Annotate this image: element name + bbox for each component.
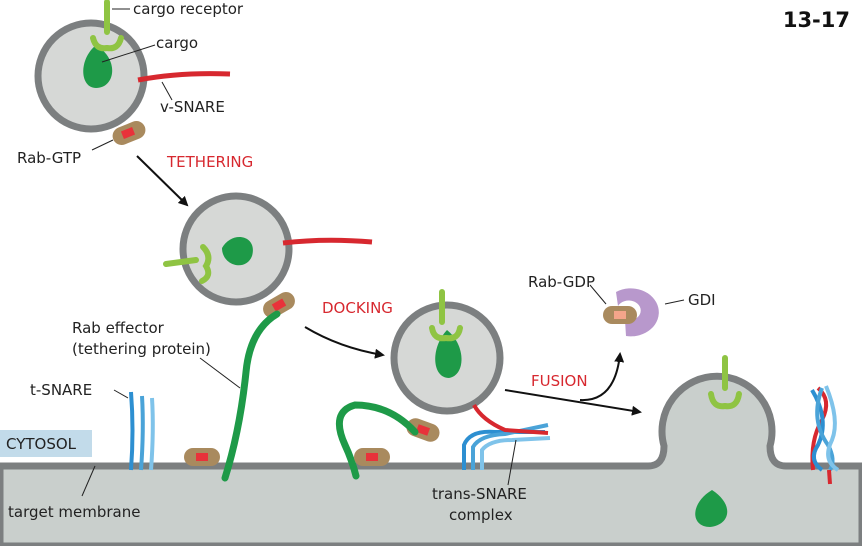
cargo-leader: [101, 44, 156, 63]
cargo-receptor-fused: [708, 355, 742, 410]
label-tethering-protein: (tethering protein): [72, 340, 211, 358]
rab-gtp-3: [406, 418, 440, 442]
v-snare-1: [137, 71, 231, 83]
label-rab-effector: Rab effector: [72, 319, 165, 337]
label-v-snare: v-SNARE: [160, 98, 225, 116]
trans-snare-complex-1: [462, 403, 551, 470]
label-t-snare: t-SNARE: [30, 381, 92, 399]
rab-gtp-leader: [91, 139, 114, 151]
docking-arrow: [304, 326, 385, 359]
rab-effector-1: [221, 310, 281, 482]
cargo-receptor-1: [90, 0, 124, 52]
cargo-receptor-3: [429, 289, 463, 342]
v-snare-2: [282, 237, 373, 246]
figure-number: 13-17: [783, 8, 850, 32]
trans-snare-leader: [507, 439, 517, 486]
vesicle-2: [163, 192, 373, 318]
label-rab-gdp: Rab-GDP: [528, 273, 595, 291]
label-rab-gtp: Rab-GTP: [17, 149, 81, 167]
rab-effector-2: [335, 401, 419, 480]
label-gdi: GDI: [688, 291, 716, 309]
rab-gdp-leader: [589, 284, 607, 305]
cargo-2: [222, 236, 253, 266]
release-arrow: [579, 352, 625, 402]
cargo-released: [695, 490, 728, 527]
cis-snare-complex: [810, 385, 840, 485]
vesicle-3: [390, 289, 504, 442]
v-snare-leader: [161, 81, 173, 101]
step-fusion: FUSION: [531, 372, 588, 390]
vesicle-1: [34, 0, 231, 145]
cargo-1: [83, 45, 113, 88]
t-snare-leader: [113, 389, 129, 399]
step-docking: DOCKING: [322, 299, 393, 317]
cytosol-label: CYTOSOL: [6, 435, 77, 453]
target-membrane-leader: [81, 465, 96, 497]
cytosol-box: [0, 430, 92, 457]
cargo-receptor-2: [163, 244, 212, 284]
cargo-3: [435, 330, 462, 378]
gdi-protein: [616, 288, 659, 337]
fusion-arrow: [504, 389, 642, 416]
rab-gdp-on-membrane-2: [354, 448, 390, 466]
rab-gdp-on-membrane-1: [184, 448, 220, 466]
rab-gtp-2: [263, 292, 295, 318]
label-target-membrane: target membrane: [8, 503, 140, 521]
rab-gdp-free: [603, 306, 637, 324]
step-tethering: TETHERING: [166, 153, 253, 171]
label-trans-snare: trans-SNARE: [432, 485, 527, 503]
rab-effector-leader: [199, 357, 241, 389]
label-cargo: cargo: [156, 34, 198, 52]
label-cargo-receptor: cargo receptor: [133, 0, 244, 18]
gdi-leader: [664, 299, 685, 305]
t-snare-1: [129, 391, 155, 471]
rab-gtp-1: [112, 121, 146, 145]
label-complex: complex: [449, 506, 513, 524]
tethering-arrow: [136, 155, 189, 207]
